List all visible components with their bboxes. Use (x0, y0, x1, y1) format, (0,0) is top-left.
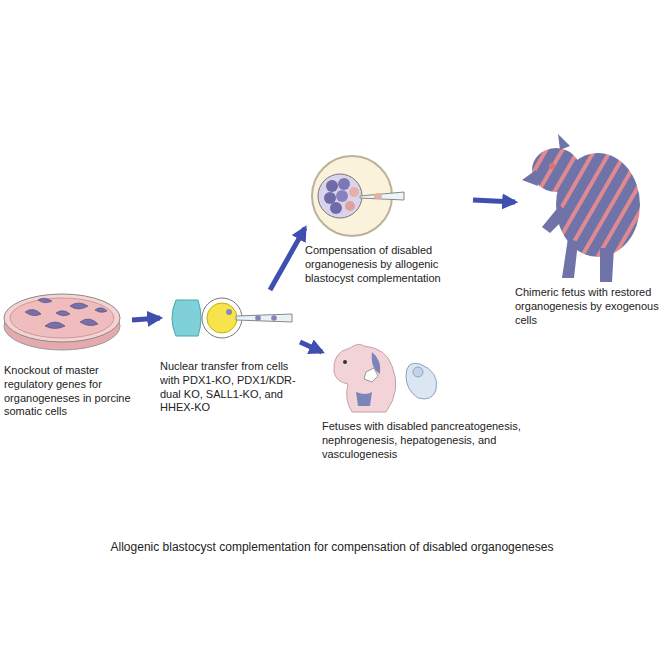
step-caption: Compensation of disabled organogenesis b… (305, 244, 473, 285)
step-node: Chimeric fetus with restored organogenes… (515, 120, 661, 327)
petri-dish (4, 294, 120, 350)
disabled-fetus (334, 344, 437, 412)
flow-arrow (300, 342, 322, 352)
nuclear-transfer (172, 298, 292, 338)
flow-arrow (270, 228, 305, 290)
step-node: Knockout of master regulatory genes for … (4, 292, 132, 419)
chimeric-pig (522, 134, 640, 282)
step-caption: Knockout of master regulatory genes for … (4, 364, 132, 419)
step-caption: Chimeric fetus with restored organogenes… (515, 286, 661, 327)
step-caption: Nuclear transfer from cells with PDX1-KO… (160, 360, 300, 415)
step-caption: Fetuses with disabled pancreatogenesis, … (322, 420, 522, 461)
figure-caption: Allogenic blastocyst complementation for… (0, 540, 664, 554)
flow-arrow (473, 200, 515, 202)
step-node: Fetuses with disabled pancreatogenesis, … (322, 320, 522, 461)
blastocyst-dish (312, 156, 404, 236)
step-node: Nuclear transfer from cells with PDX1-KO… (160, 290, 300, 415)
step-node: Compensation of disabled organogenesis b… (305, 150, 473, 285)
flow-arrow (132, 318, 160, 320)
